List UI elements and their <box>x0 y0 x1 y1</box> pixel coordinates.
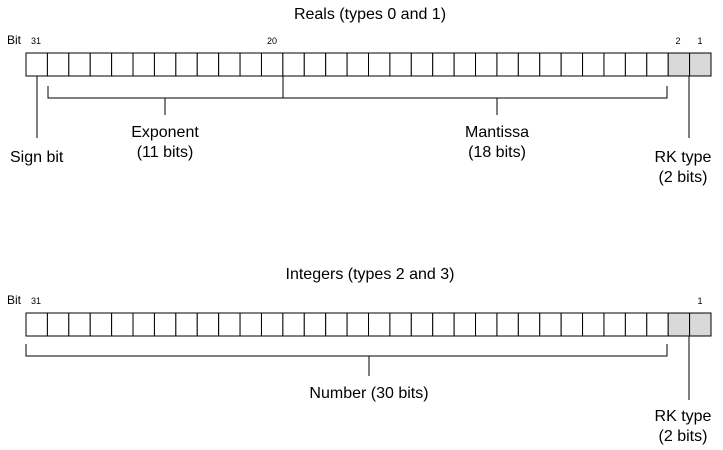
integers-bit-cells <box>25 312 712 337</box>
integers-bit-cell-16 <box>346 312 369 337</box>
integers-bit-cell-25 <box>153 312 177 337</box>
reals-bit-cell-24 <box>175 52 198 77</box>
reals-bit-2: 2 <box>675 36 680 46</box>
exponent-bits: (11 bits) <box>137 144 194 161</box>
reals-bit-label: Bit <box>7 33 22 47</box>
integers-bit-cell-29 <box>68 312 91 337</box>
reals-bit-cell-14 <box>389 52 412 77</box>
integers-title: Integers (types 2 and 3) <box>286 266 455 283</box>
integers-bit-cell-27 <box>111 312 134 337</box>
reals-bit-cell-25 <box>153 52 177 77</box>
integers-bit-cell-17 <box>325 312 348 337</box>
exponent-mantissa-bracket <box>47 86 668 99</box>
reals-bit-cell-1 <box>667 52 691 77</box>
sign-bit-label: Sign bit <box>10 149 64 166</box>
reals-bit-cell-7 <box>539 52 562 77</box>
integers-bit-cell-19 <box>282 312 305 337</box>
reals-bit-cell-4 <box>603 52 626 77</box>
reals-bit-1: 1 <box>697 36 702 46</box>
reals-bit-cell-27 <box>111 52 134 77</box>
reals-title: Reals (types 0 and 1) <box>294 6 446 23</box>
integers-bit-cell-2 <box>646 312 669 337</box>
reals-bit-20: 20 <box>267 36 277 46</box>
reals-bit-cell-21 <box>239 52 262 77</box>
reals-bit-cell-20 <box>260 52 284 77</box>
integers-rk-label: RK type <box>655 408 712 425</box>
reals-rk-label: RK type <box>655 149 712 166</box>
integers-bit-cell-7 <box>539 312 562 337</box>
number-label: Number (30 bits) <box>309 385 428 402</box>
reals-bit-cell-12 <box>432 52 455 77</box>
integers-bit-cell-31 <box>25 312 48 337</box>
reals-bit-cell-29 <box>68 52 91 77</box>
integers-bit-1: 1 <box>697 296 702 306</box>
integers-bit-cell-0 <box>689 312 712 337</box>
integers-bit-cell-6 <box>560 312 584 337</box>
integers-bit-cell-4 <box>603 312 626 337</box>
integers-bit-cell-18 <box>303 312 327 337</box>
integers-bit-cell-23 <box>196 312 220 337</box>
mantissa-bits: (18 bits) <box>468 144 526 161</box>
reals-bit-cell-6 <box>560 52 584 77</box>
integers-bit-cell-9 <box>496 312 519 337</box>
integers-bit-cell-1 <box>667 312 691 337</box>
reals-bit-cell-0 <box>689 52 712 77</box>
reals-section: Reals (types 0 and 1) Bit 31 20 2 1 Sign… <box>7 6 712 186</box>
reals-bit-cell-3 <box>624 52 648 77</box>
integers-bit-cell-20 <box>260 312 284 337</box>
exponent-label: Exponent <box>131 124 199 141</box>
integers-bit-cell-11 <box>453 312 477 337</box>
reals-bit-cell-18 <box>303 52 327 77</box>
reals-bit-cell-5 <box>582 52 605 77</box>
integers-bit-cell-5 <box>582 312 605 337</box>
integers-bit-cell-8 <box>517 312 541 337</box>
reals-bit-cells <box>25 52 712 77</box>
reals-bit-cell-13 <box>410 52 434 77</box>
integers-bit-31: 31 <box>31 296 41 306</box>
reals-bit-cell-23 <box>196 52 220 77</box>
reals-bit-cell-26 <box>132 52 155 77</box>
integers-bit-cell-12 <box>432 312 455 337</box>
reals-bit-cell-17 <box>325 52 348 77</box>
integers-bit-cell-14 <box>389 312 412 337</box>
integers-rk-bits: (2 bits) <box>659 428 708 445</box>
reals-bit-cell-31 <box>25 52 48 77</box>
integers-section: Integers (types 2 and 3) Bit 31 1 Number… <box>7 266 712 445</box>
integers-bit-cell-28 <box>89 312 113 337</box>
number-bracket <box>25 344 668 357</box>
integers-bit-cell-24 <box>175 312 198 337</box>
reals-bit-cell-2 <box>646 52 669 77</box>
reals-bit-cell-8 <box>517 52 541 77</box>
integers-bit-cell-22 <box>218 312 241 337</box>
integers-bit-cell-26 <box>132 312 155 337</box>
integers-bit-cell-13 <box>410 312 434 337</box>
integers-bit-cell-10 <box>475 312 498 337</box>
integers-bit-cell-15 <box>368 312 391 337</box>
integers-bit-cell-30 <box>46 312 70 337</box>
integers-bit-label: Bit <box>7 293 22 307</box>
reals-bit-cell-28 <box>89 52 113 77</box>
reals-bit-cell-10 <box>475 52 498 77</box>
integers-bit-cell-3 <box>624 312 648 337</box>
integers-bit-cell-21 <box>239 312 262 337</box>
reals-bit-cell-16 <box>346 52 369 77</box>
reals-bit-31: 31 <box>31 36 41 46</box>
reals-rk-bits: (2 bits) <box>659 169 708 186</box>
reals-bit-cell-9 <box>496 52 519 77</box>
reals-bit-cell-15 <box>368 52 391 77</box>
reals-bit-cell-11 <box>453 52 477 77</box>
reals-bit-cell-30 <box>46 52 70 77</box>
mantissa-label: Mantissa <box>465 124 529 141</box>
reals-bit-cell-19 <box>282 52 305 77</box>
reals-bit-cell-22 <box>218 52 241 77</box>
